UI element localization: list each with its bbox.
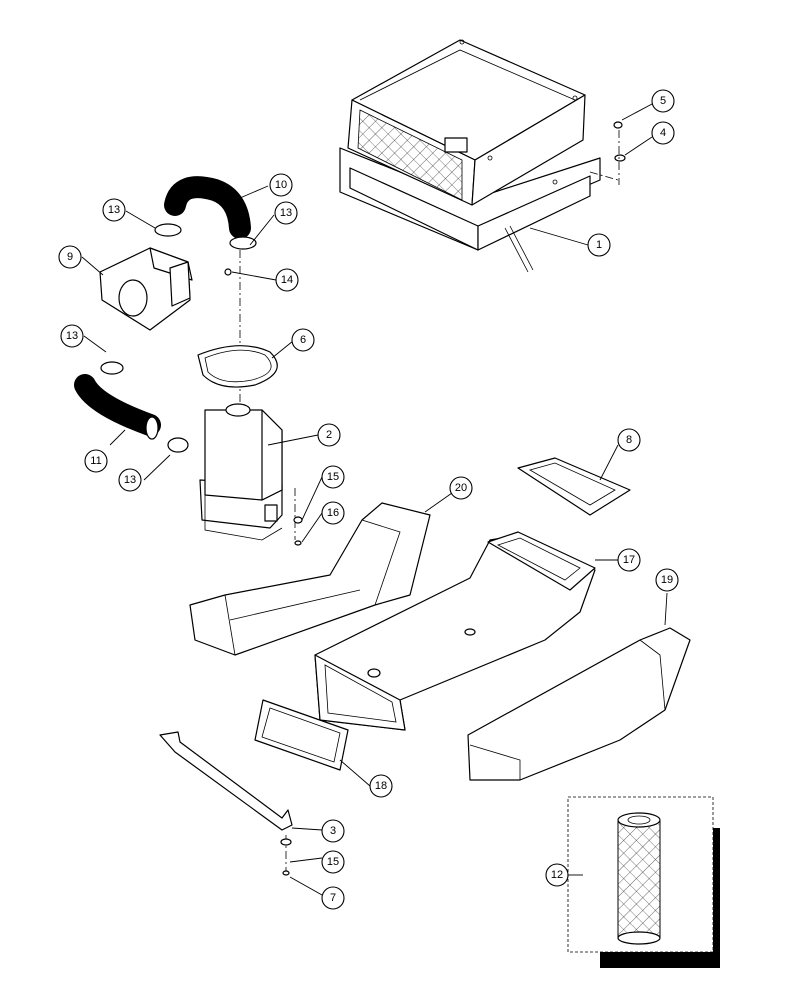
callout-14: 14	[275, 268, 299, 292]
hose-straight	[74, 374, 161, 440]
callout-label: 1	[596, 239, 602, 251]
mounting-bracket	[159, 731, 293, 878]
callout-12: 12	[545, 863, 569, 887]
callout-label: 4	[660, 127, 666, 139]
callout-label: 13	[280, 207, 292, 219]
callout-label: 18	[375, 780, 387, 792]
hvac-housing	[339, 39, 601, 273]
gasket-rect	[517, 457, 631, 516]
callout-label: 2	[326, 429, 332, 441]
callout-6: 6	[291, 328, 315, 352]
callout-label: 15	[327, 856, 339, 868]
fastener-nut	[589, 121, 626, 185]
callout-15: 15	[321, 850, 345, 874]
callout-20: 20	[449, 476, 473, 500]
callout-label: 5	[660, 95, 666, 107]
callout-3: 3	[321, 819, 345, 843]
callout-label: 14	[281, 274, 293, 286]
callout-13: 13	[60, 324, 84, 348]
callout-label: 13	[66, 330, 78, 342]
callout-label: 19	[661, 574, 673, 586]
callout-label: 12	[551, 869, 563, 881]
callout-label: 17	[623, 554, 635, 566]
callout-13: 13	[118, 468, 142, 492]
gasket-oval	[197, 345, 278, 388]
callout-1: 1	[587, 233, 611, 257]
filter-housing	[199, 403, 303, 546]
callout-13: 13	[274, 201, 298, 225]
callout-label: 8	[626, 434, 632, 446]
callout-label: 13	[108, 204, 120, 216]
callout-label: 20	[455, 482, 467, 494]
callout-label: 3	[330, 825, 336, 837]
gasket-18	[254, 699, 349, 771]
duct-20	[189, 502, 431, 656]
callout-label: 9	[67, 251, 73, 263]
callout-label: 13	[124, 474, 136, 486]
callout-4: 4	[651, 121, 675, 145]
callout-17: 17	[617, 548, 641, 572]
callout-label: 11	[90, 455, 101, 467]
callout-9: 9	[58, 245, 82, 269]
callout-label: 7	[330, 892, 336, 904]
callout-label: 16	[327, 507, 339, 519]
duct-19	[467, 627, 691, 781]
callout-8: 8	[617, 428, 641, 452]
callout-label: 15	[327, 471, 339, 483]
blower-housing	[99, 247, 241, 520]
callout-11: 11	[84, 449, 108, 473]
callout-2: 2	[317, 423, 341, 447]
callout-15: 15	[321, 465, 345, 489]
leader-lines	[81, 103, 668, 896]
callout-16: 16	[321, 501, 345, 525]
hose-elbow	[164, 176, 251, 239]
callout-label: 6	[300, 334, 306, 346]
callout-10: 10	[269, 173, 293, 197]
duct-17	[314, 531, 596, 731]
hose-clamps	[100, 223, 257, 453]
callout-18: 18	[369, 774, 393, 798]
filter-element-inset	[567, 796, 720, 968]
callout-5: 5	[651, 89, 675, 113]
callout-7: 7	[321, 886, 345, 910]
callout-label: 10	[275, 179, 287, 191]
callout-13: 13	[102, 198, 126, 222]
callout-19: 19	[655, 568, 679, 592]
